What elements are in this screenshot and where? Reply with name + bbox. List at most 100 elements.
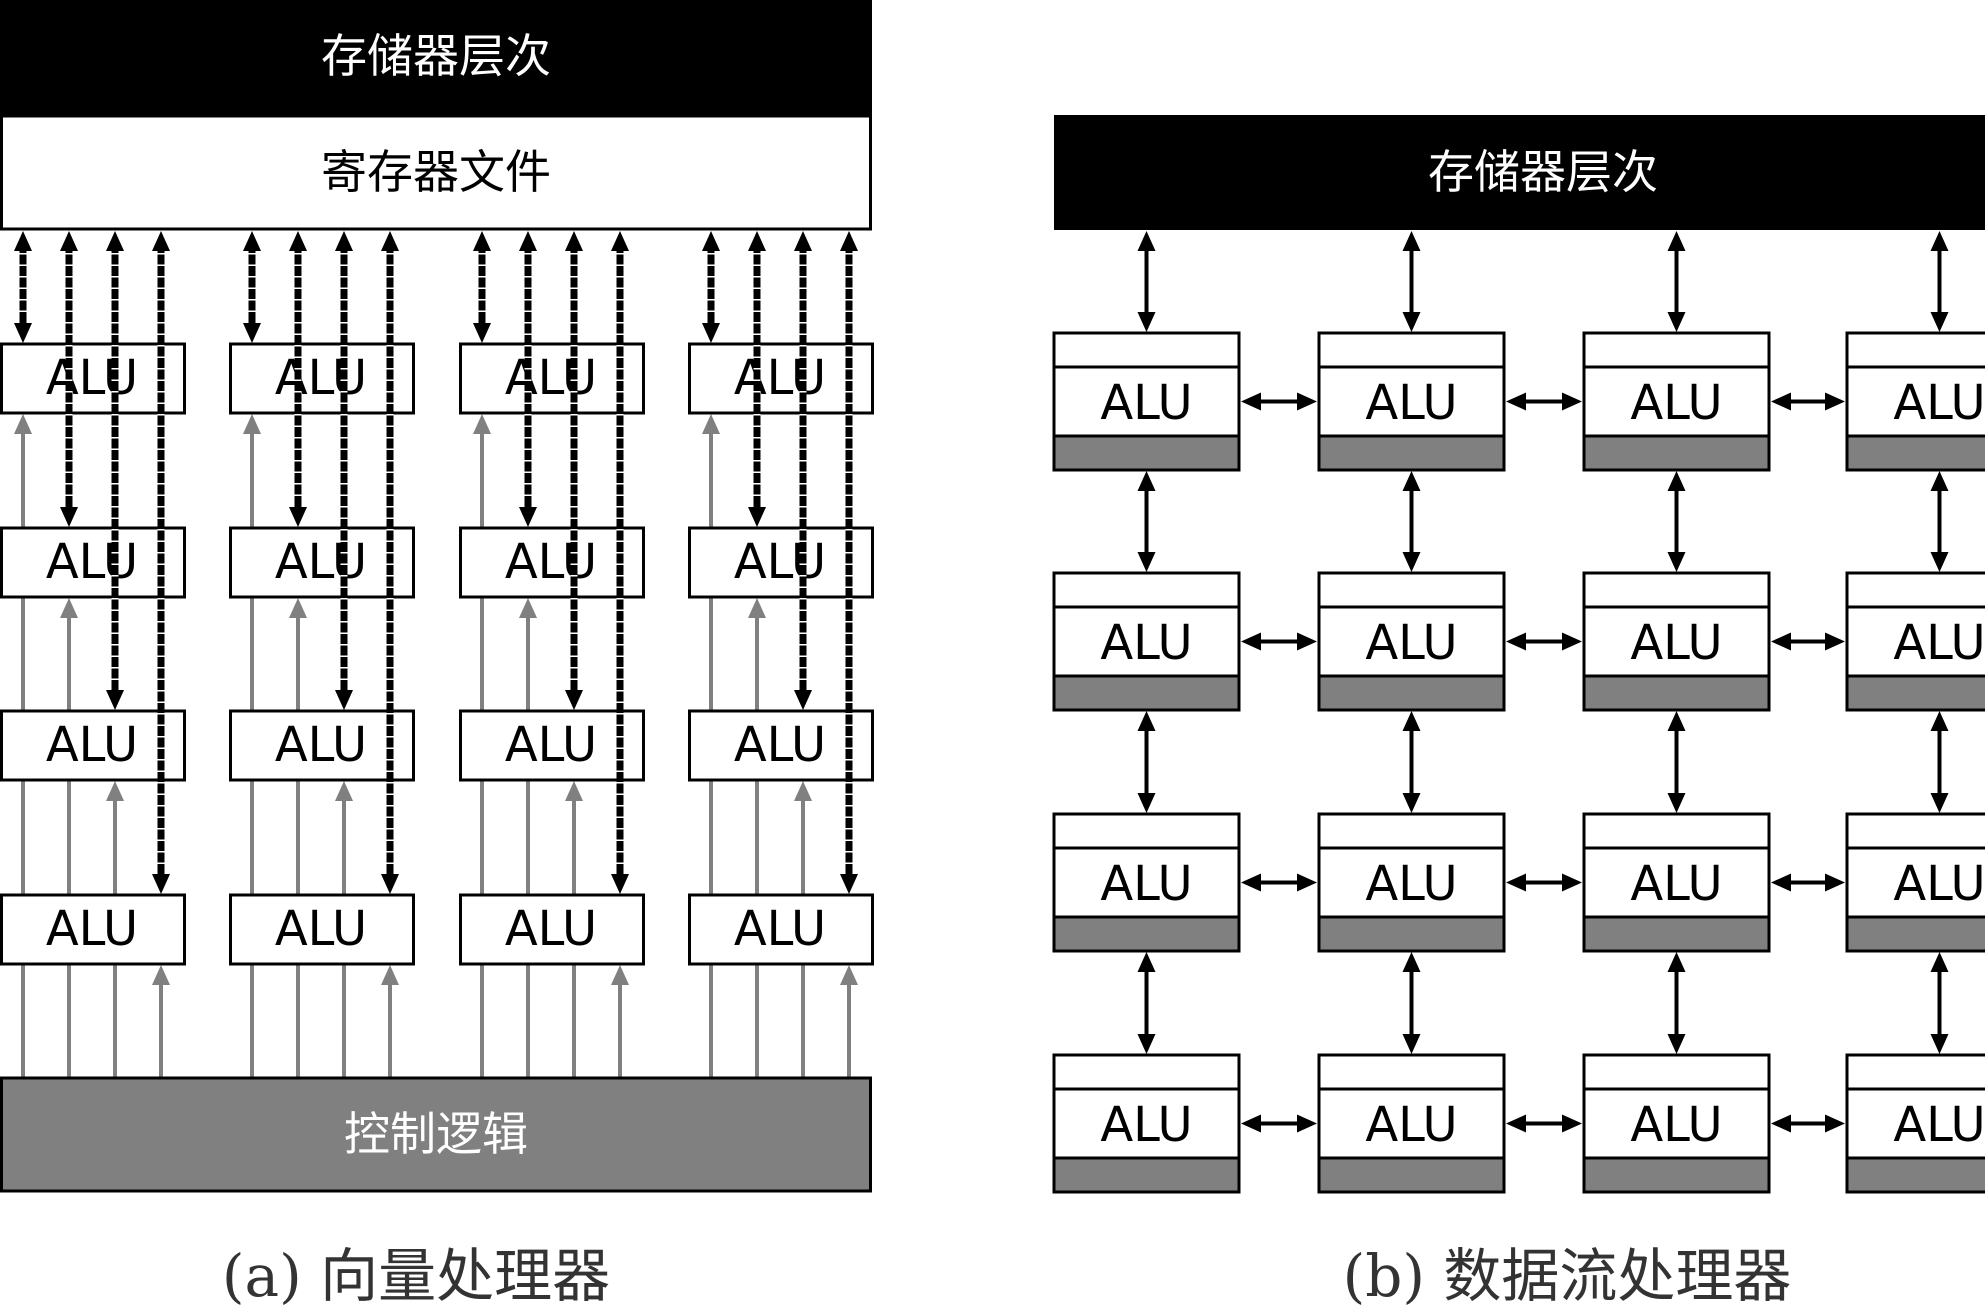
data-arrowhead-down-icon [748,507,766,527]
alu-label: ALU [1365,1097,1457,1153]
alu-label: ALU [1100,1097,1192,1153]
control-arrowhead-icon [152,965,170,985]
processing-element: ALU [1317,331,1506,472]
pe-input-buffer [1582,331,1771,369]
alu-box-frame [459,709,645,782]
processing-element: ALU [1845,331,1985,472]
control-arrowhead-icon [60,598,78,618]
pe-output-buffer [1317,674,1506,712]
data-arrowhead-up-icon [335,231,353,251]
link-arrowhead-up-icon [1667,231,1686,251]
pe-alu [1317,605,1506,678]
alu-label: ALU [734,901,826,957]
alu-label: ALU [1630,375,1722,431]
link-arrowhead-down-icon [1402,312,1421,332]
alu-label: ALU [1100,615,1192,671]
alu-label: ALU [1100,375,1192,431]
link-arrowhead-left-icon [1506,873,1526,892]
alu-label: ALU [1365,375,1457,431]
alu-label: ALU [275,717,367,773]
pe-alu [1845,365,1985,438]
control-arrowhead-icon [611,965,629,985]
pe-alu [1317,846,1506,919]
pe-input-buffer [1582,1053,1771,1091]
alu-box: ALU [688,526,874,599]
alu-box-frame [0,526,186,599]
data-arrowhead-down-icon [335,690,353,710]
data-arrowhead-down-icon [565,690,583,710]
processing-element: ALU [1317,1053,1506,1194]
alu-label: ALU [1100,856,1192,912]
pe-output-buffer [1582,434,1771,472]
link-arrowhead-up-icon [1930,952,1949,972]
processing-element: ALU [1052,331,1241,472]
link-arrowhead-up-icon [1402,711,1421,731]
link-arrowhead-down-icon [1137,312,1156,332]
data-lines [14,231,858,894]
data-arrowhead-up-icon [794,231,812,251]
control-arrowhead-icon [473,414,491,434]
pe-output-buffer [1317,434,1506,472]
data-arrowhead-up-icon [840,231,858,251]
pe-output-buffer [1845,915,1985,953]
pe-input-buffer [1317,331,1506,369]
link-arrowhead-right-icon [1825,632,1845,651]
pe-output-buffer [1052,674,1241,712]
pe-alu [1317,1087,1506,1160]
data-arrowhead-down-icon [152,874,170,894]
processing-element: ALU [1582,331,1771,472]
link-arrowhead-up-icon [1930,231,1949,251]
control-arrowhead-icon [243,414,261,434]
memory-hierarchy-label: 存储器层次 [321,29,551,83]
pe-output-buffer [1052,915,1241,953]
link-arrowhead-down-icon [1667,552,1686,572]
pe-input-buffer [1845,571,1985,609]
processing-element: ALU [1052,571,1241,712]
data-arrowhead-up-icon [748,231,766,251]
alu-box: ALU [688,342,874,415]
pe-input-buffer [1052,571,1241,609]
control-arrowhead-icon [794,781,812,801]
alu-box-frame [229,342,415,415]
processing-element: ALU [1052,1053,1241,1194]
link-arrowhead-up-icon [1402,952,1421,972]
link-arrowhead-down-icon [1667,793,1686,813]
alu-box-frame [688,342,874,415]
alu-label: ALU [1893,615,1985,671]
data-arrowhead-up-icon [14,231,32,251]
pe-input-buffer [1845,331,1985,369]
processing-element: ALU [1317,812,1506,953]
alu-label: ALU [1630,856,1722,912]
alu-label: ALU [505,717,597,773]
link-arrowhead-right-icon [1562,1114,1582,1133]
link-arrowhead-right-icon [1825,1114,1845,1133]
link-arrowhead-up-icon [1930,711,1949,731]
alu-box: ALU [459,893,645,966]
link-arrowhead-down-icon [1667,312,1686,332]
pe-input-buffer [1582,571,1771,609]
link-arrowhead-down-icon [1667,1034,1686,1054]
data-arrowhead-down-icon [840,874,858,894]
memory-hierarchy-label-b: 存储器层次 [1428,145,1658,199]
alu-box: ALU [688,709,874,782]
pe-output-buffer [1052,434,1241,472]
link-arrowhead-up-icon [1402,231,1421,251]
alu-box: ALU [459,526,645,599]
link-arrowhead-down-icon [1930,552,1949,572]
data-arrowhead-up-icon [519,231,537,251]
control-arrowhead-icon [289,598,307,618]
pe-output-buffer [1317,1156,1506,1194]
pe-links [1137,231,1949,1133]
register-file-block [0,114,872,231]
alu-label: ALU [734,717,826,773]
data-arrowhead-up-icon [381,231,399,251]
link-arrowhead-left-icon [1771,1114,1791,1133]
link-arrowhead-right-icon [1562,632,1582,651]
link-arrowhead-right-icon [1297,392,1317,411]
alu-box-frame [0,709,186,782]
alu-array: ALUALUALUALUALUALUALUALUALUALUALUALUALUA… [0,342,874,966]
pe-input-buffer [1052,812,1241,850]
link-arrowhead-up-icon [1667,711,1686,731]
